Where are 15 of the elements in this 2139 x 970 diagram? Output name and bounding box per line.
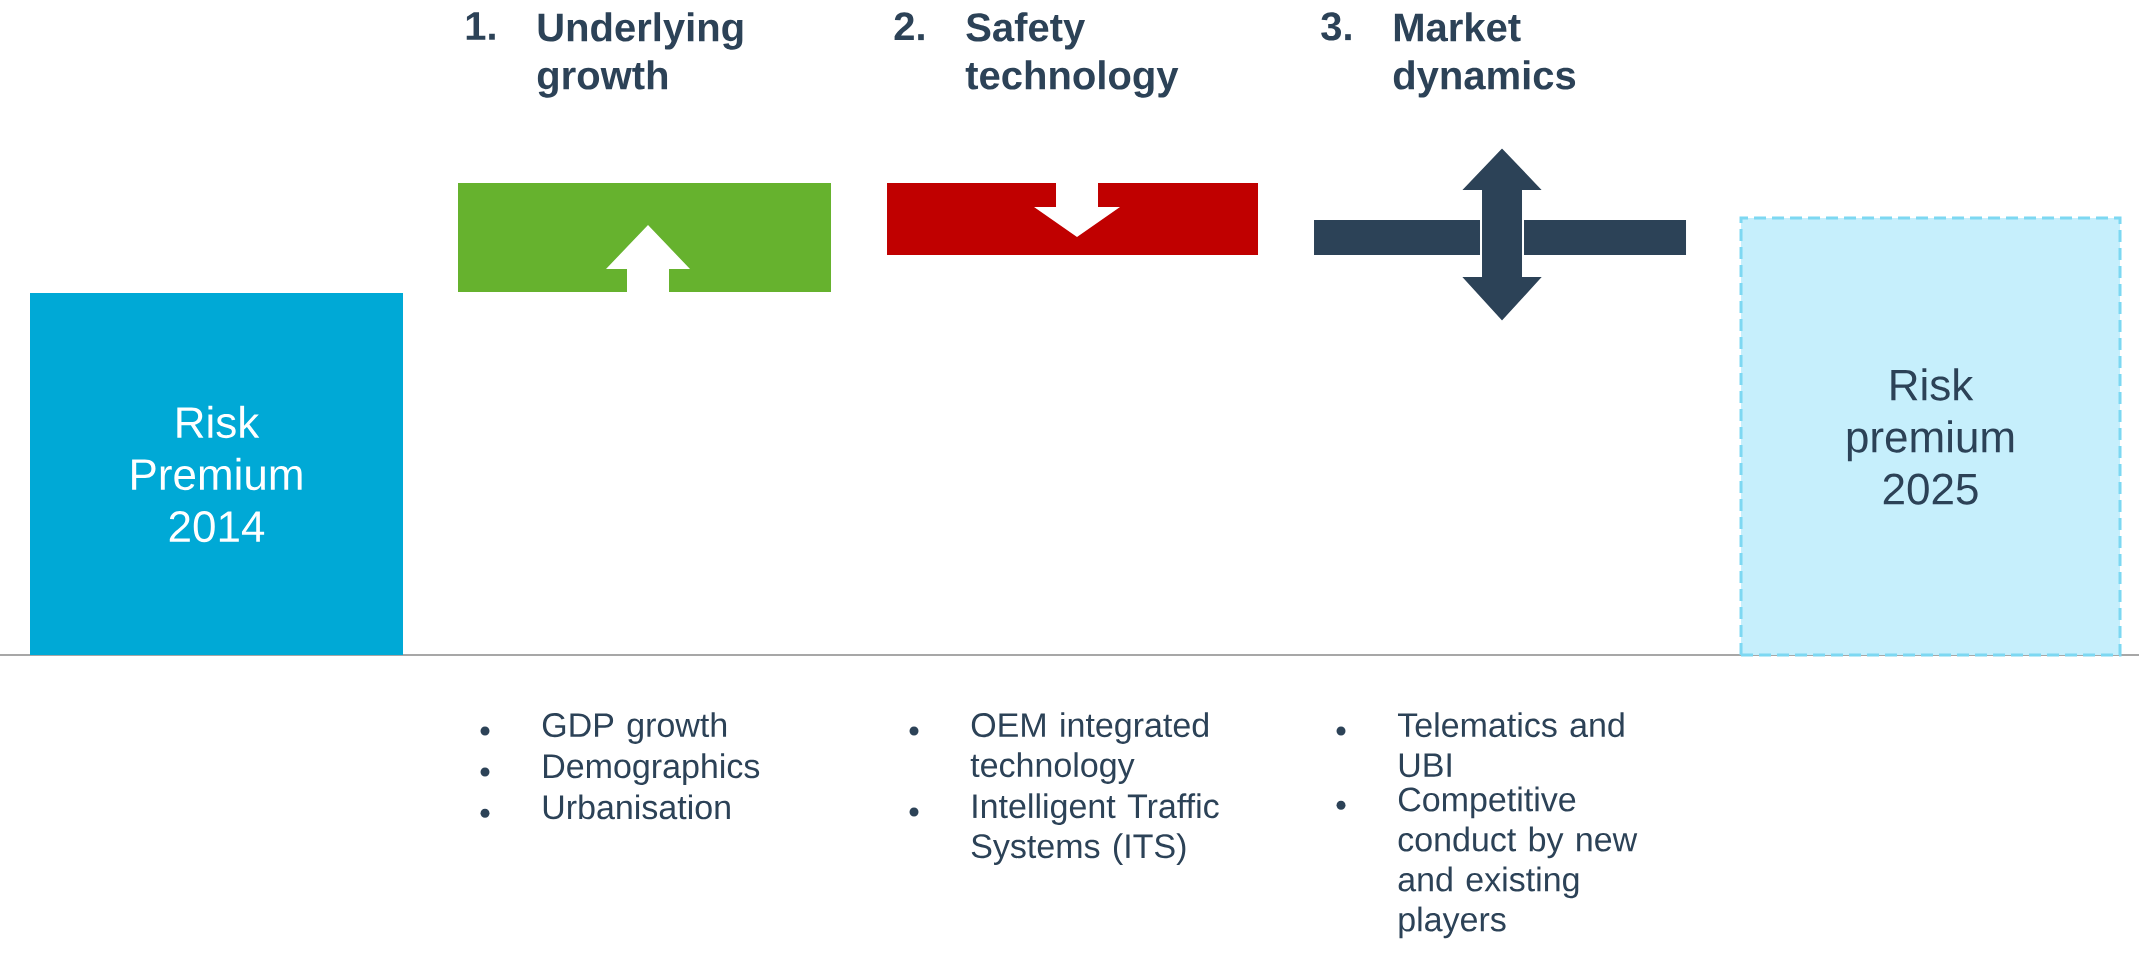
bullet-item: OEM integrated technology — [909, 712, 1208, 784]
bullet-item: Urbanisation — [480, 794, 730, 820]
bar: Risk premium 2025 — [1739, 216, 2122, 657]
heading-number: 2. — [894, 12, 924, 41]
bullet-item: Telematics and UBI — [1336, 712, 1624, 778]
heading-number: 3. — [1321, 12, 1351, 41]
bullet-item: Intelligent Traffic Systems (ITS) — [909, 793, 1219, 865]
bar: Risk Premium 2014 — [30, 293, 403, 655]
heading: Market dynamics — [1393, 12, 1576, 98]
bullet-item: Competitive conduct by new and existing players — [1336, 786, 1638, 939]
bullet-item: GDP growth — [480, 712, 727, 744]
bullet-item: Demographics — [480, 753, 760, 785]
heading: Underlying growth — [537, 12, 743, 98]
heading: Safety technology — [965, 12, 1179, 98]
heading-number: 1. — [466, 12, 495, 40]
